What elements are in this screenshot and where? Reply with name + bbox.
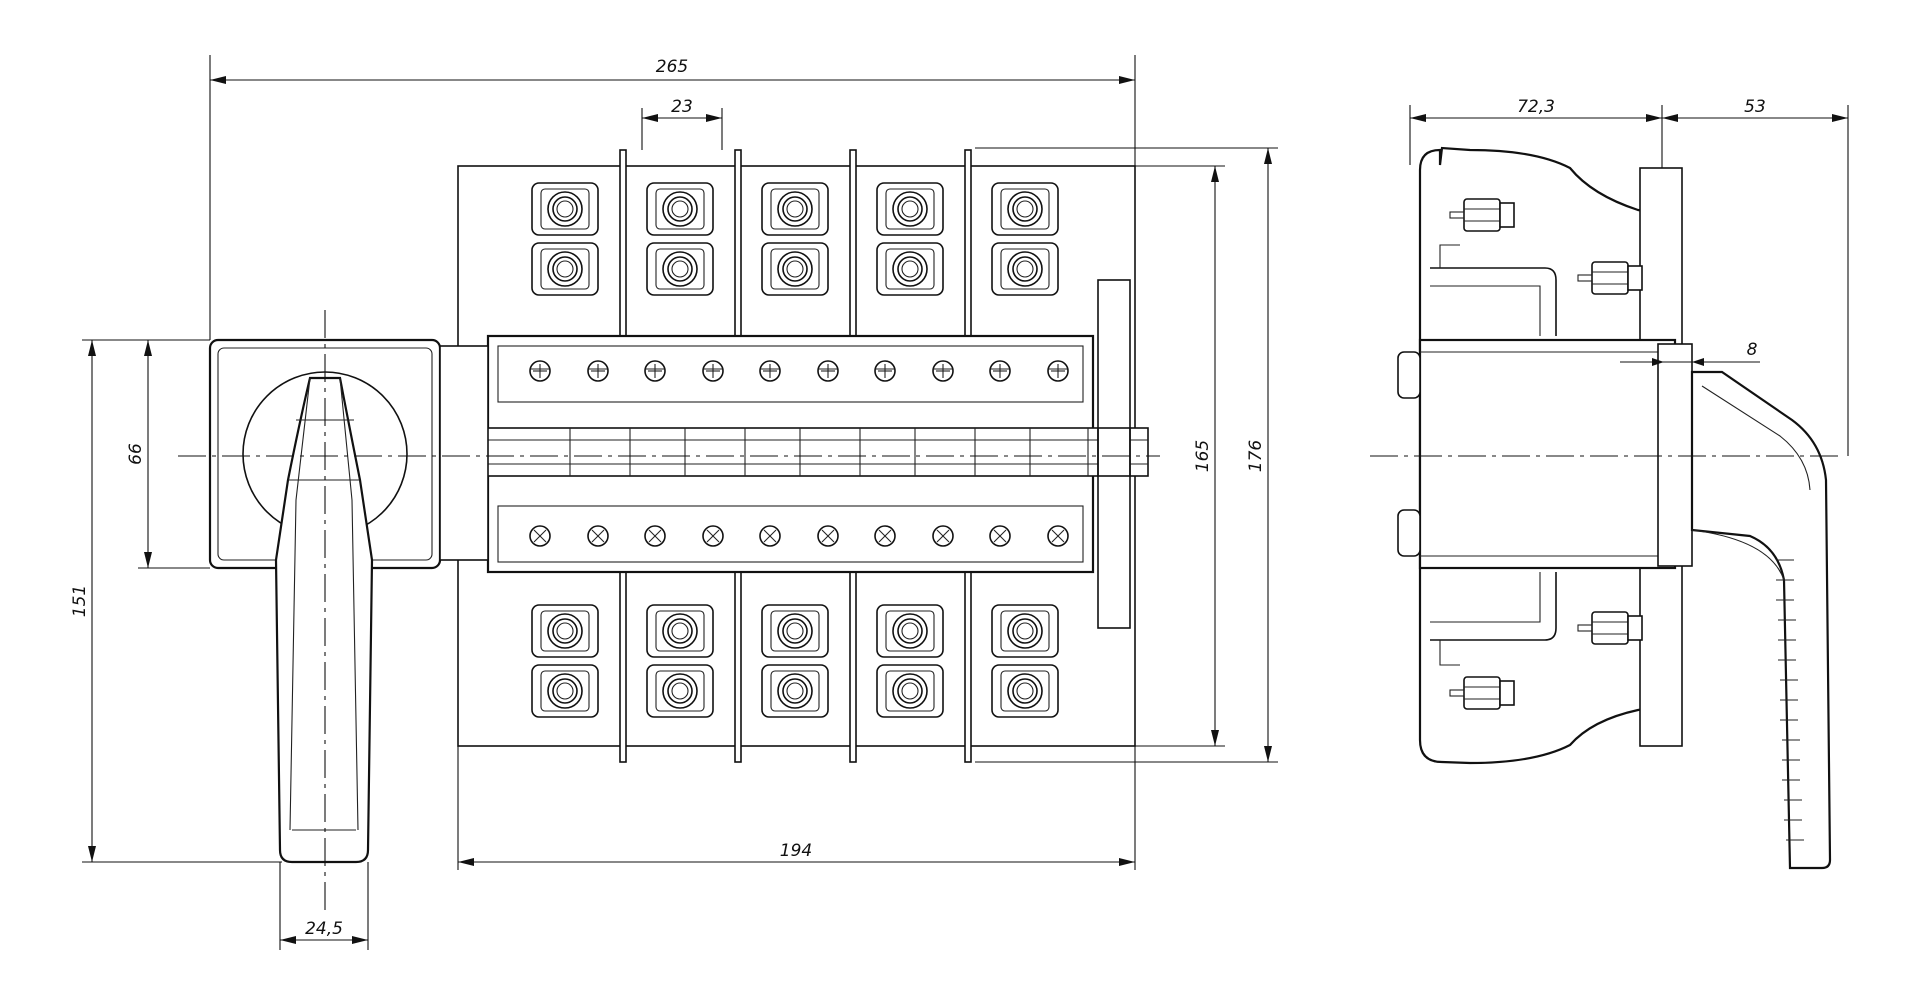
rotary-handle <box>274 376 374 864</box>
dim-base-width: 194 <box>780 841 812 861</box>
top-terminals <box>531 182 1059 296</box>
side-view <box>1370 146 1840 870</box>
dim-pole-pitch: 23 <box>671 97 693 117</box>
dim-overall-height: 176 <box>1246 440 1266 473</box>
dim-handle-box-height: 66 <box>126 443 146 465</box>
handle-grip-ridges <box>1776 559 1804 841</box>
front-view <box>178 149 1160 910</box>
side-handle <box>1690 370 1832 870</box>
dim-side-depth: 72,3 <box>1517 97 1555 117</box>
dim-handle-width: 24,5 <box>305 919 343 939</box>
dim-base-height: 165 <box>1193 440 1213 472</box>
contact-block <box>457 279 1149 629</box>
dim-plate-thickness: 8 <box>1747 340 1758 360</box>
dimension-lines <box>82 55 1849 950</box>
dim-handle-total-height: 151 <box>70 585 90 617</box>
dim-overall-width: 265 <box>656 57 688 77</box>
dim-handle-depth: 53 <box>1744 97 1766 117</box>
bottom-terminals <box>531 604 1059 718</box>
side-contact-body <box>1418 338 1677 570</box>
dimension-labels: 265 23 66 151 24,5 194 165 176 72,3 53 8 <box>70 57 1766 939</box>
